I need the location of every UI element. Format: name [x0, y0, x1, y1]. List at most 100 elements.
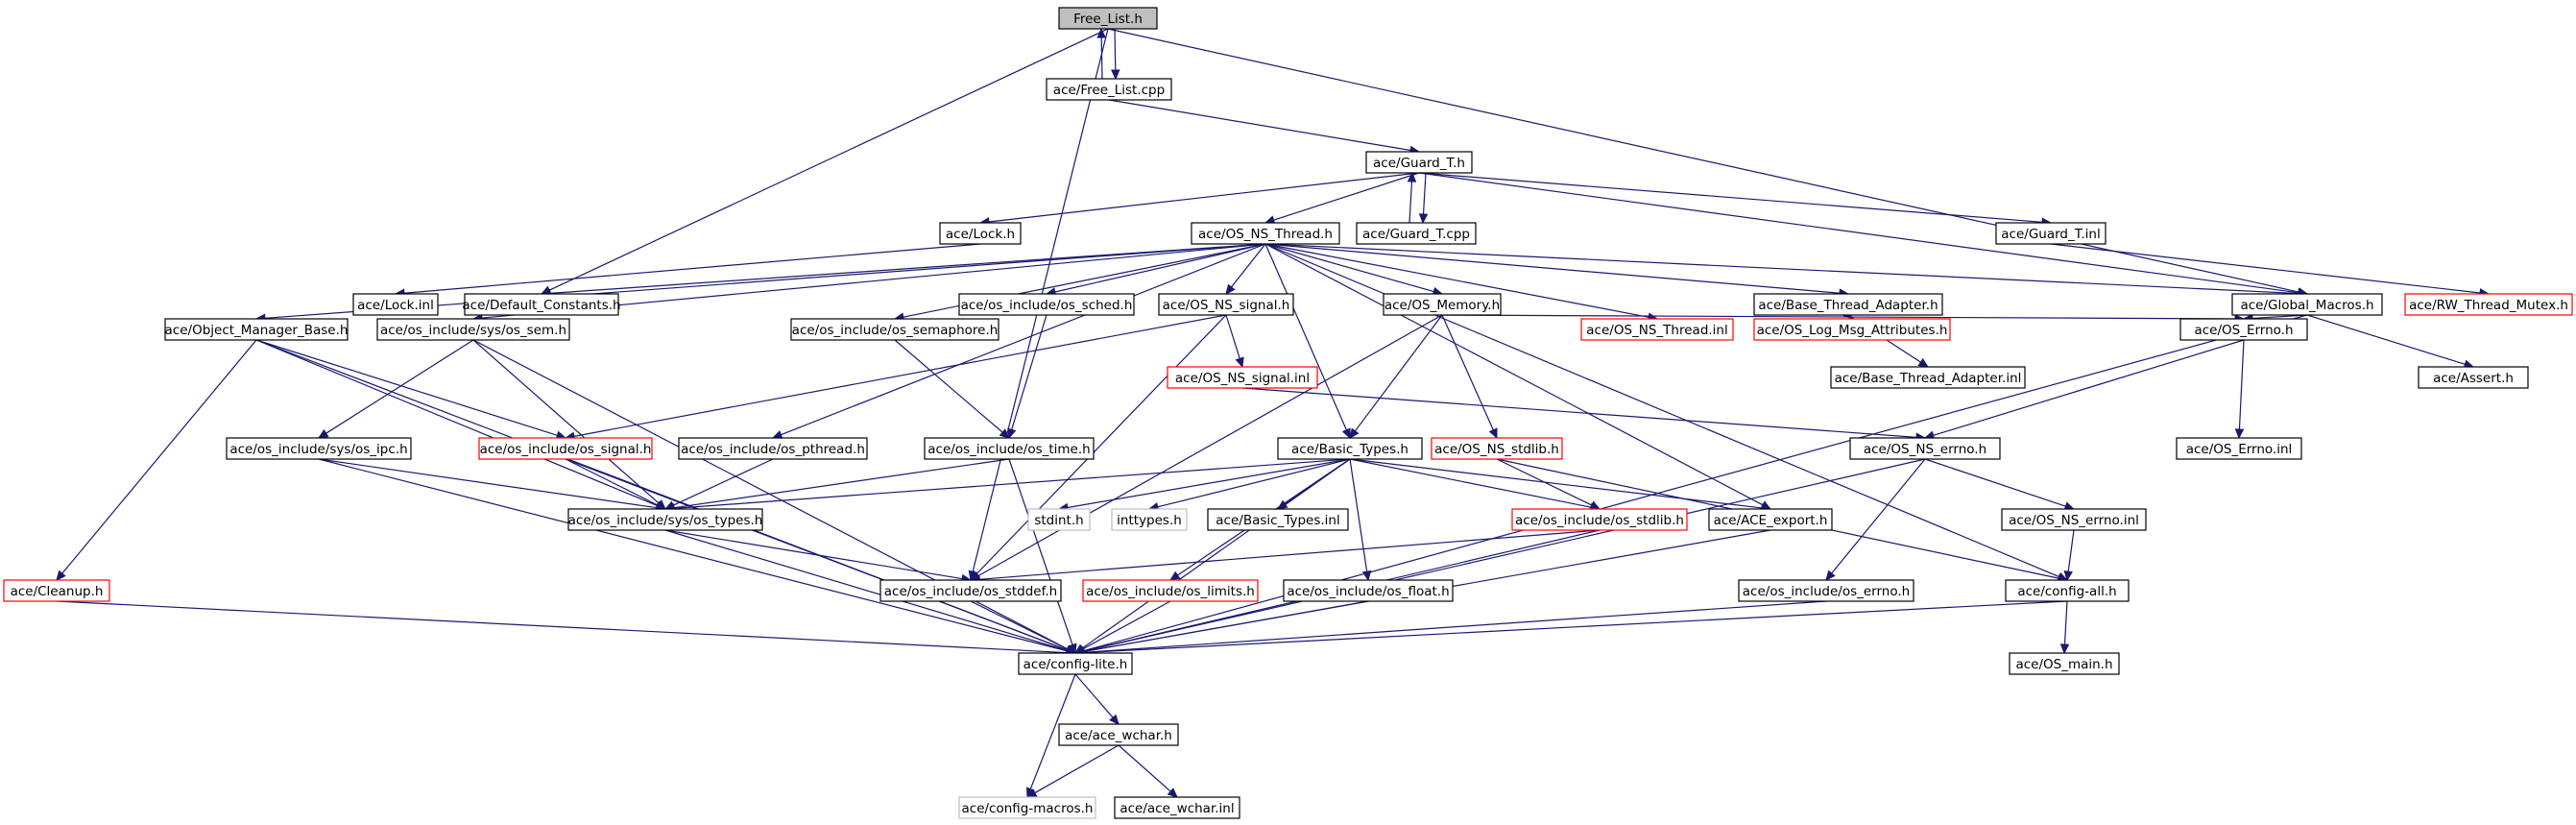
node-default-constants-h[interactable]: ace/Default_Constants.h: [462, 293, 621, 316]
node-os-errno-inl[interactable]: ace/OS_Errno.inl: [2176, 437, 2302, 460]
node-assert-h[interactable]: ace/Assert.h: [2418, 366, 2529, 389]
node-os-float-h[interactable]: ace/os_include/os_float.h: [1283, 579, 1454, 602]
node-basic-types-inl[interactable]: ace/Basic_Types.inl: [1207, 508, 1349, 531]
node-box: [924, 437, 1095, 460]
node-label: ace/os_include/os_time.h: [927, 442, 1090, 457]
node-box: [2176, 437, 2302, 460]
node-box: [1111, 508, 1188, 531]
arrowhead-os_limits_h: [1168, 570, 1181, 581]
node-os-ns-thread-inl[interactable]: ace/OS_NS_Thread.inl: [1580, 318, 1734, 341]
edge-guard_t_inl-to-rw_thread_mutex_h: [2050, 243, 2481, 294]
edge-basic_types_h-to-os_float_h: [1349, 458, 1368, 572]
edge-guard_t_h-to-lock_h: [988, 172, 1420, 223]
node-os-ns-thread-h[interactable]: ace/OS_NS_Thread.h: [1191, 222, 1340, 245]
node-os-ns-signal-h[interactable]: ace/OS_NS_signal.h: [1158, 293, 1294, 316]
node-cleanup-h[interactable]: ace/Cleanup.h: [3, 579, 110, 602]
node-ace-wchar-inl[interactable]: ace/ace_wchar.inl: [1114, 796, 1240, 819]
node-os-ns-errno-inl[interactable]: ace/OS_NS_errno.inl: [2001, 508, 2147, 531]
node-os-errno-h[interactable]: ace/OS_Errno.h: [2179, 318, 2308, 341]
edge-object_manager_base_h-to-os_types_h: [255, 339, 658, 507]
arrowhead-os_time_h: [999, 428, 1010, 439]
edge-basic_types_h-to-os_stdlib_h: [1349, 458, 1592, 508]
node-config-lite-h[interactable]: ace/config-lite.h: [1018, 652, 1133, 675]
arrowhead-os_pthread_h: [771, 430, 783, 439]
edge-os_errno_h-to-os_errno_inl: [2238, 339, 2245, 430]
edge-os_ns_thread_h-to-os_sched_h: [1054, 243, 1266, 293]
node-os-limits-h[interactable]: ace/os_include/os_limits.h: [1082, 579, 1259, 602]
node-guard-t-inl[interactable]: ace/Guard_T.inl: [1995, 222, 2107, 245]
node-label: ace/Object_Manager_Base.h: [165, 323, 349, 338]
edge-os_ns_errno_inl-to-config_all_h: [2067, 529, 2075, 572]
node-os-sem-h[interactable]: ace/os_include/sys/os_sem.h: [376, 318, 570, 341]
node-box: [1365, 151, 1473, 174]
node-os-main-h[interactable]: ace/OS_main.h: [2009, 652, 2120, 675]
node-config-all-h[interactable]: ace/config-all.h: [2005, 579, 2130, 602]
node-os-semaphore-h[interactable]: ace/os_include/os_semaphore.h: [790, 318, 999, 341]
node-os-ns-errno-h[interactable]: ace/OS_NS_errno.h: [1849, 437, 2001, 460]
node-os-sched-h[interactable]: ace/os_include/os_sched.h: [958, 293, 1135, 316]
node-ace-export-h[interactable]: ace/ACE_export.h: [1708, 508, 1833, 531]
node-label: ace/Global_Macros.h: [2240, 298, 2373, 313]
node-os-ipc-h[interactable]: ace/os_include/sys/os_ipc.h: [226, 437, 412, 460]
node-os-log-msg-attributes-h[interactable]: ace/OS_Log_Msg_Attributes.h: [1753, 318, 1951, 341]
node-ace-wchar-h[interactable]: ace/ace_wchar.h: [1058, 723, 1179, 746]
node-box: [2418, 366, 2529, 389]
node-rw-thread-mutex-h[interactable]: ace/RW_Thread_Mutex.h: [2404, 293, 2573, 316]
arrowhead-os_ns_signal_inl: [1235, 356, 1244, 369]
node-inttypes-h[interactable]: inttypes.h: [1111, 508, 1188, 531]
arrowhead-os_errno_inl: [2234, 428, 2245, 440]
node-box: [3, 579, 110, 602]
node-base-thread-adapter-inl[interactable]: ace/Base_Thread_Adapter.inl: [1830, 366, 2026, 389]
node-stdint-h[interactable]: stdint.h: [1027, 508, 1091, 531]
node-os-stdlib-h[interactable]: ace/os_include/os_stdlib.h: [1511, 508, 1688, 531]
node-os-stddef-h[interactable]: ace/os_include/os_stddef.h: [879, 579, 1062, 602]
edge-os_pthread_h-to-os_types_h: [672, 458, 774, 506]
edge-config_lite_h-to-ace_wchar_h: [1074, 673, 1114, 718]
node-box: [1158, 293, 1294, 316]
node-os-types-h[interactable]: ace/os_include/sys/os_types.h: [567, 508, 763, 531]
node-guard-t-h[interactable]: ace/Guard_T.h: [1365, 151, 1473, 174]
arrowhead-basic_types_h: [1349, 427, 1360, 439]
node-lock-inl[interactable]: ace/Lock.inl: [352, 293, 439, 316]
node-label: ace/OS_Log_Msg_Attributes.h: [1757, 323, 1948, 338]
node-guard-t-cpp[interactable]: ace/Guard_T.cpp: [1356, 222, 1477, 245]
node-label: ace/OS_NS_errno.inl: [2009, 513, 2139, 528]
arrowhead-cleanup_h: [56, 570, 66, 581]
node-os-signal-h[interactable]: ace/os_include/os_signal.h: [478, 437, 653, 460]
edge-os_ns_thread_h-to-global_macros_h: [1264, 243, 2299, 295]
node-os-time-h[interactable]: ace/os_include/os_time.h: [924, 437, 1095, 460]
node-config-macros-h[interactable]: ace/config-macros.h: [958, 796, 1096, 819]
node-global-macros-h[interactable]: ace/Global_Macros.h: [2231, 293, 2383, 316]
arrowhead-basic_types_h: [1341, 427, 1351, 440]
node-base-thread-adapter-h[interactable]: ace/Base_Thread_Adapter.h: [1753, 293, 1943, 316]
node-lock-h[interactable]: ace/Lock.h: [939, 222, 1022, 245]
edge-os_memory_h-to-os_errno_h: [1441, 314, 2236, 320]
node-box: [1167, 366, 1318, 389]
edge-os_ipc_h-to-os_types_h: [318, 458, 658, 509]
node-basic-types-h[interactable]: ace/Basic_Types.h: [1277, 437, 1423, 460]
node-object-manager-base-h[interactable]: ace/Object_Manager_Base.h: [164, 318, 349, 341]
node-label: ace/os_include/os_stddef.h: [884, 584, 1057, 599]
node-os-ns-signal-inl[interactable]: ace/OS_NS_signal.inl: [1167, 366, 1318, 389]
node-label: ace/os_include/os_pthread.h: [681, 442, 865, 457]
node-os-memory-h[interactable]: ace/OS_Memory.h: [1383, 293, 1502, 316]
node-label: ace/Guard_T.inl: [2001, 227, 2100, 242]
node-label: ace/ACE_export.h: [1714, 513, 1828, 528]
edge-os_semaphore_h-to-os_time_h: [894, 339, 1003, 433]
node-os-pthread-h[interactable]: ace/os_include/os_pthread.h: [678, 437, 868, 460]
node-label: ace/OS_Errno.inl: [2186, 442, 2293, 457]
edge-os_limits_h-to-config_lite_h: [1082, 600, 1171, 650]
node-box: [1277, 437, 1423, 460]
arrowhead-os_ns_stdlib_h: [1488, 427, 1498, 440]
node-os-errno-inc-h[interactable]: ace/os_include/os_errno.h: [1738, 579, 1914, 602]
node-box: [1018, 652, 1133, 675]
node-label: ace/Guard_T.cpp: [1362, 227, 1470, 242]
edges-layer: [56, 27, 2491, 799]
edge-os_errno_inc_h-to-config_lite_h: [1083, 600, 1827, 653]
node-free-list-cpp[interactable]: ace/Free_List.cpp: [1046, 78, 1172, 101]
node-free-list-h[interactable]: Free_List.h: [1058, 7, 1158, 30]
edge-basic_types_h-to-config_lite_h: [1082, 458, 1351, 649]
node-label: ace/Assert.h: [2433, 371, 2514, 386]
node-box: [1046, 78, 1172, 101]
node-os-ns-stdlib-h[interactable]: ace/OS_NS_stdlib.h: [1431, 437, 1563, 460]
